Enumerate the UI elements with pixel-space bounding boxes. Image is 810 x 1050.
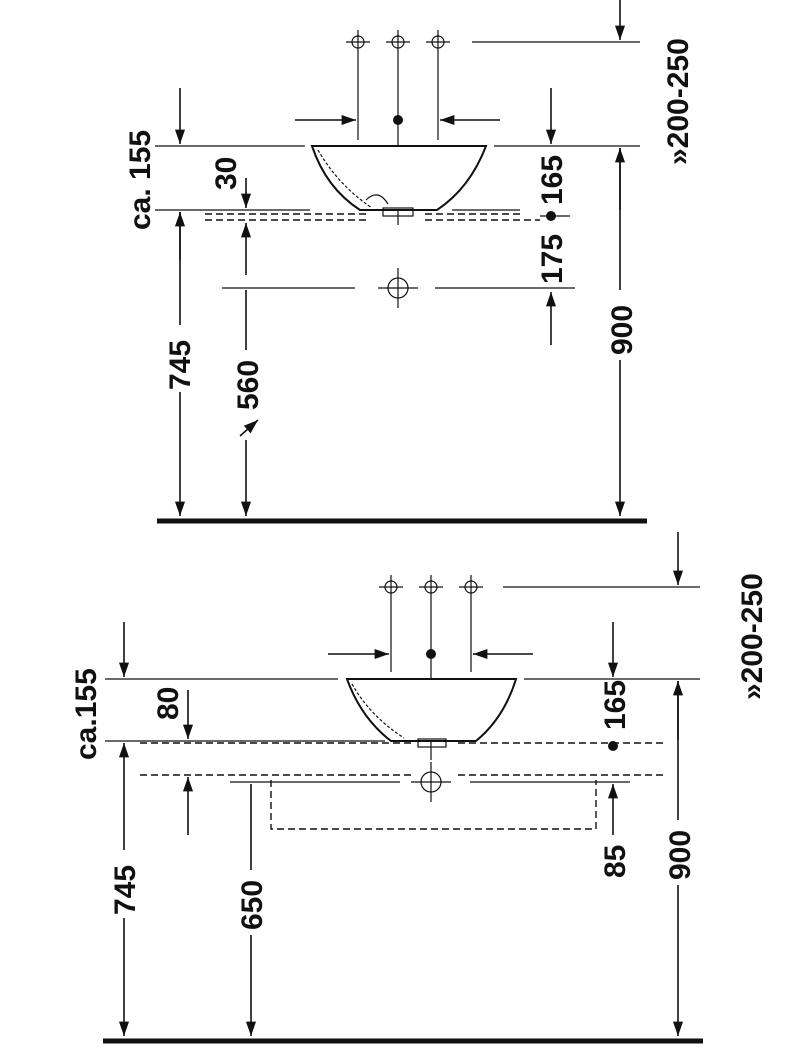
label-560: 560 [232, 360, 265, 410]
label-200-250: »200-250 [736, 573, 769, 700]
label-ca-155: ca.155 [70, 668, 103, 760]
label-ca-155: ca. 155 [124, 130, 157, 230]
label-650: 650 [236, 880, 269, 930]
vanity-unit-outline [270, 780, 597, 830]
overflow-dot [608, 741, 618, 751]
label-200-250: »200-250 [662, 38, 695, 165]
tap-holes [346, 30, 450, 55]
label-745: 745 [109, 865, 142, 915]
tap-centre-dot [426, 649, 436, 659]
label-80: 80 [152, 687, 185, 720]
washbasin-bowl [310, 145, 488, 211]
drain-outlet [417, 738, 447, 748]
washbasin-bowl [345, 678, 518, 742]
label-165: 165 [599, 680, 632, 730]
label-30: 30 [210, 157, 243, 190]
label-85: 85 [599, 845, 632, 878]
tap-holes [379, 575, 483, 600]
label-165: 165 [536, 155, 569, 205]
tap-centre-dot [393, 115, 403, 125]
label-900: 900 [664, 830, 697, 880]
drain-outlet [382, 207, 414, 217]
lower-view: ca.155 80 745 650 165 85 900 »200-250 [70, 532, 769, 1044]
label-900: 900 [606, 305, 639, 355]
upper-view: ca. 155 30 745 560 165 175 900 »200-250 [124, 0, 695, 524]
label-745: 745 [164, 340, 197, 390]
label-175: 175 [536, 234, 569, 284]
